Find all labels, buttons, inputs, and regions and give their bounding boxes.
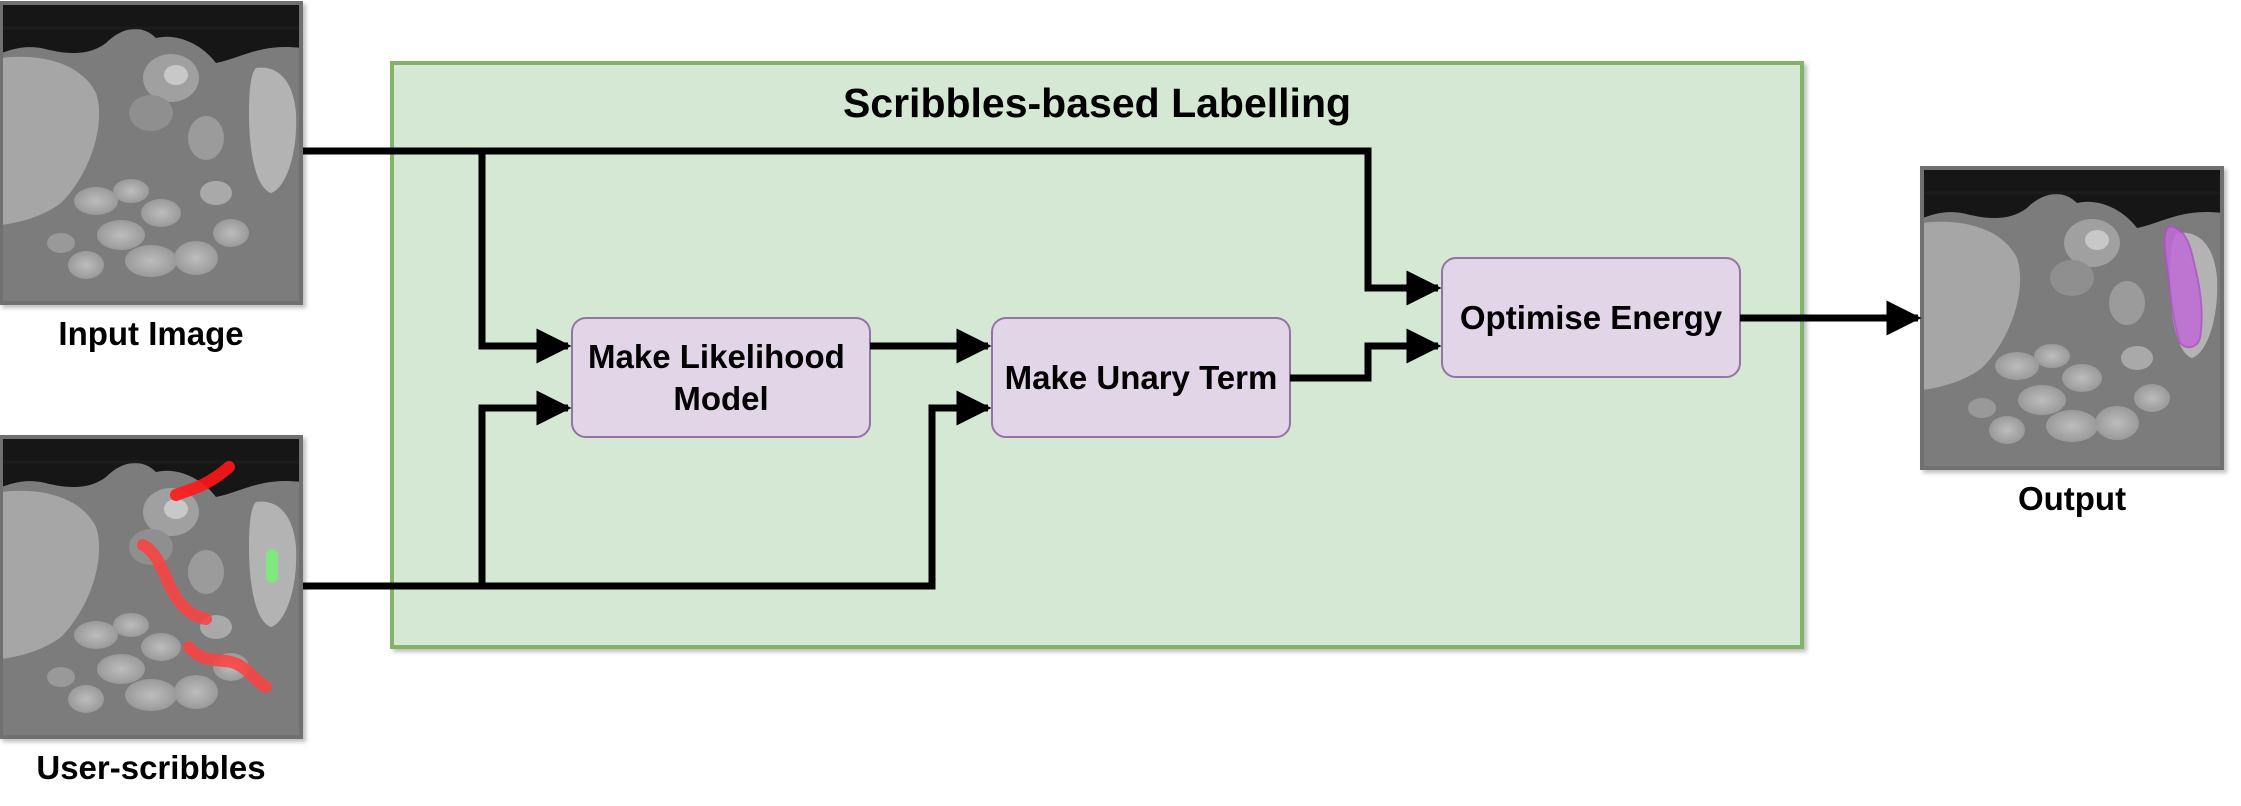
background-scribble-1 xyxy=(170,461,235,501)
unary-to-optimise-arrow xyxy=(1290,328,1442,382)
input-image-thumbnail xyxy=(0,1,303,305)
scribbles-to-likelihood-arrow xyxy=(478,390,572,586)
make-likelihood-model-label: Make Likelihood Model xyxy=(588,338,854,417)
user-scribbles-thumbnail xyxy=(0,435,303,739)
user-scribbles-caption: User-scribbles xyxy=(36,749,265,786)
image-to-optimise-arrow xyxy=(303,147,1442,306)
output-caption: Output xyxy=(2018,480,2126,517)
image-to-likelihood-arrow xyxy=(478,151,572,364)
background-scribble-2 xyxy=(137,539,212,625)
make-likelihood-model-box xyxy=(571,317,871,438)
scribbles-to-unary-arrow xyxy=(303,390,992,590)
background-scribble-3 xyxy=(183,641,272,693)
make-unary-term-label: Make Unary Term xyxy=(1005,359,1278,396)
input-image-caption: Input Image xyxy=(58,315,243,352)
segmentation-mask xyxy=(2163,224,2203,349)
output-thumbnail xyxy=(1920,166,2224,470)
group-title: Scribbles-based Labelling xyxy=(843,80,1351,126)
optimise-energy-label: Optimise Energy xyxy=(1460,299,1723,336)
